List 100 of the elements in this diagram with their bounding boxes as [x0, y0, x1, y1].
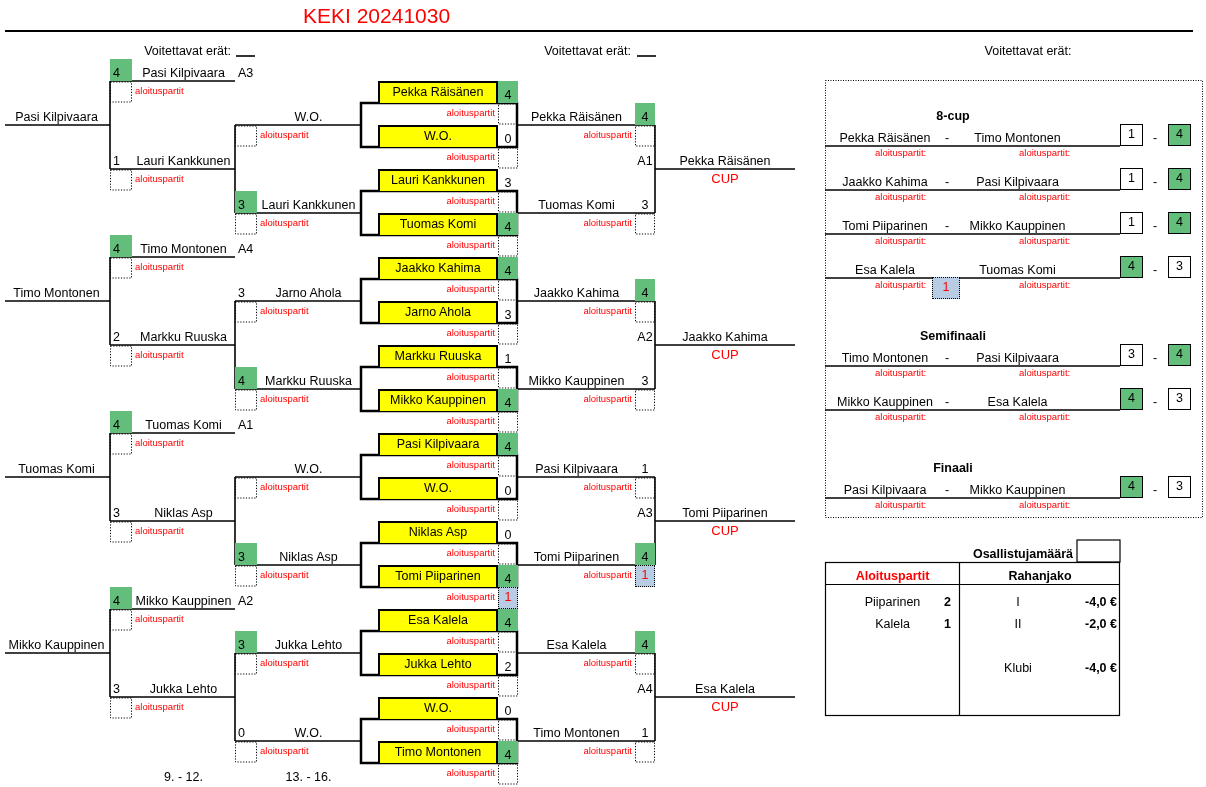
- small-note: aloituspartit: [582, 128, 633, 143]
- small-note: aloituspartit: [445, 194, 496, 209]
- match-cell: Markku Ruuska: [378, 345, 498, 367]
- score-separator: -: [1151, 129, 1159, 146]
- score-cell: 4: [235, 367, 257, 389]
- player-name: Jukka Lehto: [273, 636, 344, 653]
- small-note: aloituspartit: [134, 612, 185, 627]
- small-note: aloituspartit: [582, 480, 633, 495]
- score-cell: 4: [1168, 212, 1191, 234]
- match-cell: Jukka Lehto: [378, 653, 498, 675]
- player-name: Tuomas Komi: [978, 261, 1057, 278]
- score-separator: -: [943, 217, 951, 234]
- score-separator: -: [1151, 217, 1159, 234]
- match-cell: W.O.: [378, 477, 498, 499]
- small-note: aloituspartit:: [874, 279, 928, 293]
- match-cell: Jarno Ahola: [378, 301, 498, 323]
- table-cell-text: 2: [943, 593, 952, 610]
- score-separator: -: [1151, 393, 1159, 410]
- player-name: W.O.: [293, 460, 324, 477]
- score-cell: 4: [1120, 256, 1143, 278]
- table-header: Osallistujamäärä: [971, 545, 1074, 562]
- small-note: aloituspartit:: [874, 499, 928, 513]
- player-name: Esa Kalela: [854, 261, 916, 278]
- score-cell: 4: [635, 103, 655, 125]
- player-name: Mikko Kauppinen: [968, 217, 1067, 234]
- score-cell: 4: [1168, 168, 1191, 190]
- small-note: aloituspartit: [445, 458, 496, 473]
- section-heading: 8-cup: [935, 107, 971, 124]
- round-tag: A1: [235, 411, 257, 433]
- score-cell: 4: [1120, 388, 1143, 410]
- score-cell-text: 2: [503, 658, 513, 675]
- count-cell: 1: [635, 565, 655, 587]
- score-cell: 3: [1168, 256, 1191, 278]
- small-note: aloituspartit: [259, 128, 310, 143]
- table-header: Rahanjako: [1007, 567, 1073, 584]
- small-note: aloituspartit:: [874, 191, 928, 205]
- score-cell-text: 0: [503, 130, 513, 147]
- player-name: Pekka Räisänen: [678, 152, 772, 169]
- score-cell: 4: [498, 433, 518, 455]
- small-note: aloituspartit:: [1018, 367, 1072, 381]
- small-note: aloituspartit:: [1018, 411, 1072, 425]
- player-name: W.O.: [293, 108, 324, 125]
- round-tag: A2: [635, 323, 655, 345]
- score-separator: -: [1151, 481, 1159, 498]
- score-cell: 4: [498, 213, 518, 235]
- small-note: aloituspartit:: [1018, 279, 1072, 293]
- count-cell: 1: [932, 277, 960, 299]
- player-name: Timo Montonen: [12, 284, 101, 301]
- score-cell: 4: [498, 565, 518, 587]
- small-note: aloituspartit:: [874, 411, 928, 425]
- score-cell: 4: [635, 631, 655, 653]
- small-note: aloituspartit: [134, 172, 185, 187]
- placing-label: 9. - 12.: [163, 768, 204, 785]
- cup-label: CUP: [710, 698, 740, 717]
- score-cell-text: 3: [112, 504, 121, 521]
- section-heading: Finaali: [932, 459, 974, 476]
- round-tag: A4: [235, 235, 257, 257]
- player-name: Mikko Kauppinen: [7, 636, 106, 653]
- score-cell-text: 1: [112, 152, 121, 169]
- score-separator: -: [1151, 173, 1159, 190]
- table-cell-text: Klubi: [1003, 659, 1033, 676]
- score-cell-text: 0: [237, 724, 246, 741]
- section-heading: Semifinaali: [919, 327, 987, 344]
- score-cell: 4: [1168, 124, 1191, 146]
- table-cell-text: -2,0 €: [1084, 615, 1118, 632]
- small-note: aloituspartit: [134, 700, 185, 715]
- player-name: Mikko Kauppinen: [527, 372, 626, 389]
- score-cell: 4: [498, 81, 518, 103]
- score-separator: -: [943, 481, 951, 498]
- cup-label: CUP: [710, 346, 740, 365]
- score-cell-text: 0: [503, 526, 513, 543]
- match-cell: Tomi Piiparinen: [378, 565, 498, 587]
- score-cell: 4: [1168, 344, 1191, 366]
- player-name: Pasi Kilpivaara: [975, 349, 1060, 366]
- small-note: aloituspartit:: [1018, 499, 1072, 513]
- small-note: aloituspartit: [445, 766, 496, 781]
- round-tag: A3: [635, 499, 655, 521]
- small-note: aloituspartit: [445, 150, 496, 165]
- player-name: Markku Ruuska: [139, 328, 228, 345]
- round-tag: A1: [635, 147, 655, 169]
- player-name: Pekka Räisänen: [530, 108, 623, 125]
- score-cell: 1: [1120, 212, 1143, 234]
- score-cell: 3: [1168, 476, 1191, 498]
- match-cell: Pasi Kilpivaara: [378, 433, 498, 455]
- table-cell-text: I: [1015, 593, 1021, 610]
- small-note: aloituspartit: [259, 656, 310, 671]
- small-note: aloituspartit: [445, 282, 496, 297]
- player-name: Tomi Piiparinen: [532, 548, 621, 565]
- player-name: Jaakko Kahima: [681, 328, 769, 345]
- small-note: aloituspartit: [445, 370, 496, 385]
- score-cell-text: 3: [640, 196, 650, 213]
- table-cell-text: II: [1013, 615, 1023, 632]
- small-note: aloituspartit:: [874, 147, 928, 161]
- score-cell-text: 3: [503, 306, 513, 323]
- score-cell: 4: [1120, 476, 1143, 498]
- player-name: Niklas Asp: [278, 548, 339, 565]
- small-note: aloituspartit:: [874, 235, 928, 249]
- small-note: aloituspartit:: [1018, 191, 1072, 205]
- title: KEKI 20241030: [303, 4, 451, 28]
- score-cell-text: 1: [640, 724, 650, 741]
